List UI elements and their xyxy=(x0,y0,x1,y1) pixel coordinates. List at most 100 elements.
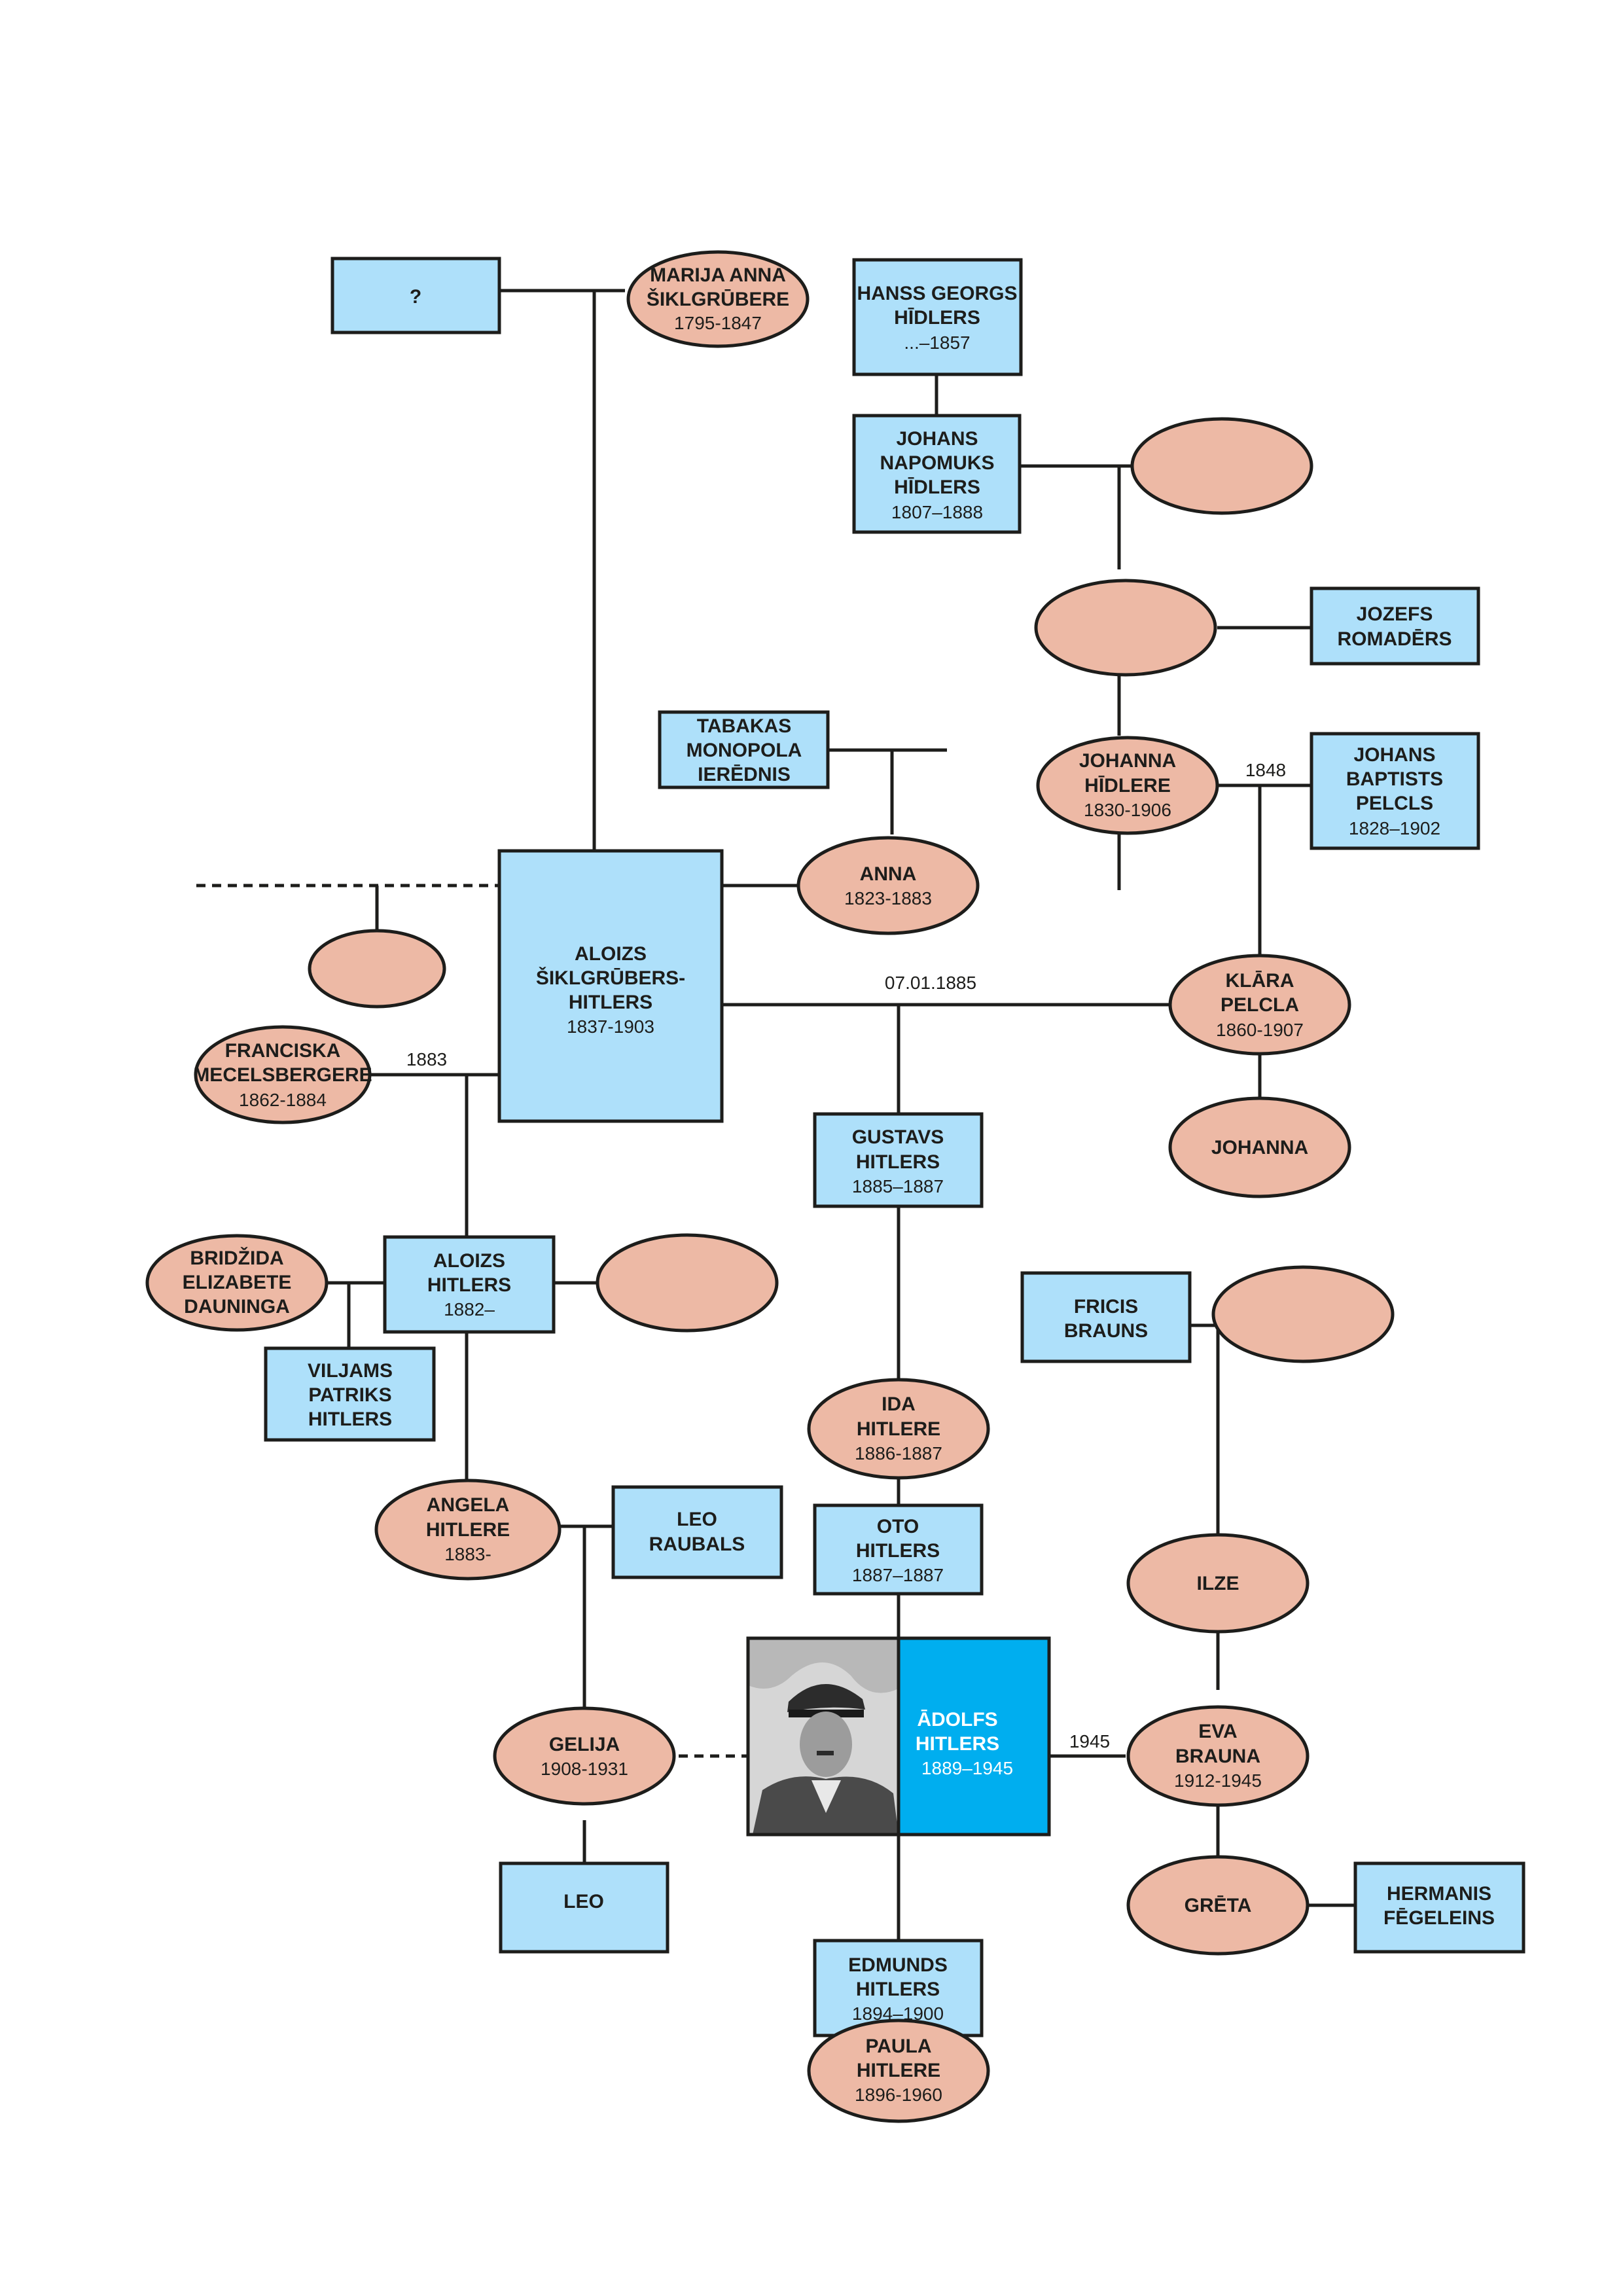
person-name-line-1: OTO xyxy=(877,1516,919,1537)
person-name-line-1: HANSS GEORGS xyxy=(857,283,1017,304)
person-name-line-1: IDA xyxy=(882,1393,916,1415)
person-adolfs-hitlers: ĀDOLFS HITLERS 1889–1945 xyxy=(746,1636,1051,1837)
person-viljams-patriks-hitlers: VILJAMS PATRIKS HITLERS xyxy=(264,1346,436,1442)
person-dates: 1828–1902 xyxy=(1349,818,1440,838)
person-name-line-3: HĪDLERS xyxy=(894,476,980,498)
person-name-line-2: HITLERE xyxy=(857,2060,940,2081)
person-name-line-1: PAULA xyxy=(865,2036,931,2057)
person-name: LEO xyxy=(563,1891,604,1912)
person-unnamed-wife xyxy=(308,929,446,1009)
person-hermanis-fegeleins: HERMANIS FĒGELEINS xyxy=(1353,1861,1525,1954)
person-dates: 1837-1903 xyxy=(567,1016,654,1037)
person-hanss-georgs-hidlers: HANSS GEORGS HĪDLERS ...–1857 xyxy=(852,258,1023,376)
person-name-line-1: TABAKAS xyxy=(697,715,791,737)
person-aloizs-hitlers: ALOIZS HITLERS 1882– xyxy=(383,1235,556,1334)
person-name: GELIJA xyxy=(549,1734,620,1755)
person-dates: 1830-1906 xyxy=(1084,800,1171,820)
person-johanna: JOHANNA xyxy=(1168,1096,1351,1198)
person-dates: 1887–1887 xyxy=(852,1565,944,1585)
person-name: GRĒTA xyxy=(1185,1895,1252,1916)
person-name-line-1: ANGELA xyxy=(427,1494,510,1516)
person-name-line-2: FĒGELEINS xyxy=(1383,1907,1495,1929)
person-name-line-3: PELCLS xyxy=(1356,793,1433,814)
person-name-line-1: LEO xyxy=(677,1509,717,1530)
person-unnamed-spouse-johans xyxy=(1130,417,1313,515)
person-name-line-2: HITLERS xyxy=(427,1274,511,1296)
person-aloizs-siklgrubers-hitlers: ALOIZS ŠIKLGRŪBERS- HITLERS 1837-1903 xyxy=(497,849,724,1123)
person-name-line-1: HERMANIS xyxy=(1387,1883,1491,1905)
person-name-line-1: ALOIZS xyxy=(433,1250,505,1272)
person-name-line-2: ELIZABETE xyxy=(183,1272,292,1293)
person-johans-napomuks-hidlers: JOHANS NAPOMUKS HĪDLERS 1807–1888 xyxy=(852,414,1022,534)
person-name-line-2: MONOPOLA xyxy=(687,740,802,761)
person-name-line-2: PELCLA xyxy=(1221,994,1299,1016)
person-name-line-2: HĪDLERS xyxy=(894,307,980,329)
person-name-line-1: JOHANS xyxy=(1353,744,1435,766)
person-name-line-1: EDMUNDS xyxy=(848,1954,948,1976)
person-ilze: ILZE xyxy=(1126,1533,1310,1634)
person-name-line-2: HITLERS xyxy=(856,1979,940,2000)
person-name-line-2: MECELSBERGERE xyxy=(193,1064,372,1086)
person-name-line-2: BRAUNA xyxy=(1175,1746,1260,1767)
person-name-line-1: BRIDŽIDA xyxy=(190,1247,283,1269)
person-name-line-2: PATRIKS xyxy=(308,1384,391,1406)
person-leo: LEO xyxy=(499,1861,669,1954)
person-dates: 1885–1887 xyxy=(852,1176,944,1196)
person-anna: ANNA 1823-1883 xyxy=(796,836,980,935)
connector-lines xyxy=(196,289,1355,2011)
person-name-line-1: FRICIS xyxy=(1074,1296,1138,1318)
person-name-line-1: ALOIZS xyxy=(575,943,647,965)
person-name-line-2: BAPTISTS xyxy=(1346,768,1443,790)
marriage-date-1885: 07.01.1885 xyxy=(885,973,976,993)
person-klara-pelcla: KLĀRA PELCLA 1860-1907 xyxy=(1168,954,1351,1056)
person-dates: 1886-1887 xyxy=(855,1443,942,1463)
person-name-line-2: HITLERE xyxy=(426,1519,510,1541)
person-name: ? xyxy=(410,286,421,308)
person-name-line-3: IERĒDNIS xyxy=(698,764,791,785)
person-name-line-2: BRAUNS xyxy=(1064,1320,1148,1342)
person-unnamed-daughter xyxy=(1034,579,1217,677)
person-dates: 1882– xyxy=(444,1299,495,1319)
person-dates: 1823-1883 xyxy=(844,888,932,908)
marriage-year-1945: 1945 xyxy=(1069,1731,1110,1751)
person-name-line-1: FRANCISKA xyxy=(225,1040,341,1062)
person-name-line-1: JOHANNA xyxy=(1079,750,1176,772)
person-marija-anna-siklgrubere: MARIJA ANNA ŠIKLGRŪBERE 1795-1847 xyxy=(626,250,810,348)
person-dates: 1862-1884 xyxy=(239,1090,327,1110)
person-johanna-hidlere: JOHANNA HĪDLERE 1830-1906 xyxy=(1036,736,1219,835)
person-greta: GRĒTA xyxy=(1126,1855,1310,1956)
person-name-line-2: NAPOMUKS xyxy=(880,452,994,474)
person-johans-baptists-pelcls: JOHANS BAPTISTS PELCLS 1828–1902 xyxy=(1310,732,1480,850)
person-name-line-1: KLĀRA xyxy=(1226,970,1294,992)
person-dates: 1860-1907 xyxy=(1216,1020,1304,1040)
person-tabakas-monopola-ierednis: TABAKAS MONOPOLA IERĒDNIS xyxy=(658,710,830,789)
person-name: ILZE xyxy=(1197,1573,1240,1594)
person-name-line-3: HITLERS xyxy=(308,1408,392,1430)
person-dates: 1883- xyxy=(444,1544,491,1564)
person-fricis-brauns: FRICIS BRAUNS xyxy=(1020,1271,1192,1363)
person-dates: ...–1857 xyxy=(904,332,970,353)
person-bridzida-elizabete-dauninga: BRIDŽIDA ELIZABETE DAUNINGA xyxy=(145,1234,329,1332)
person-name: ANNA xyxy=(860,863,917,885)
person-eva-brauna: EVA BRAUNA 1912-1945 xyxy=(1126,1705,1310,1807)
marriage-year-1883: 1883 xyxy=(406,1049,447,1069)
person-dates: 1795-1847 xyxy=(674,313,762,333)
person-name-line-2: ŠIKLGRŪBERE xyxy=(647,288,789,310)
person-ida-hitlere: IDA HITLERE 1886-1887 xyxy=(807,1378,990,1480)
portrait-photo xyxy=(746,1636,901,1837)
person-name-line-1: ĀDOLFS xyxy=(917,1709,997,1731)
person-name-line-1: MARIJA ANNA xyxy=(650,264,786,286)
person-name-line-2: HITLERS xyxy=(916,1733,999,1755)
person-unknown-father: ? xyxy=(330,257,501,334)
person-name-line-1: JOHANS xyxy=(896,428,978,450)
person-name-line-2: ROMADĒRS xyxy=(1337,628,1452,650)
person-name-line-1: EVA xyxy=(1198,1721,1237,1742)
person-gustavs-hitlers: GUSTAVS HITLERS 1885–1887 xyxy=(813,1112,984,1208)
person-dates: 1912-1945 xyxy=(1174,1770,1262,1791)
person-dates: 1889–1945 xyxy=(921,1758,1013,1778)
marriage-year-1848: 1848 xyxy=(1245,760,1286,780)
person-name-line-2: HITLERS xyxy=(856,1151,940,1173)
person-name-line-3: HITLERS xyxy=(569,992,652,1013)
person-dates: 1807–1888 xyxy=(891,502,983,522)
